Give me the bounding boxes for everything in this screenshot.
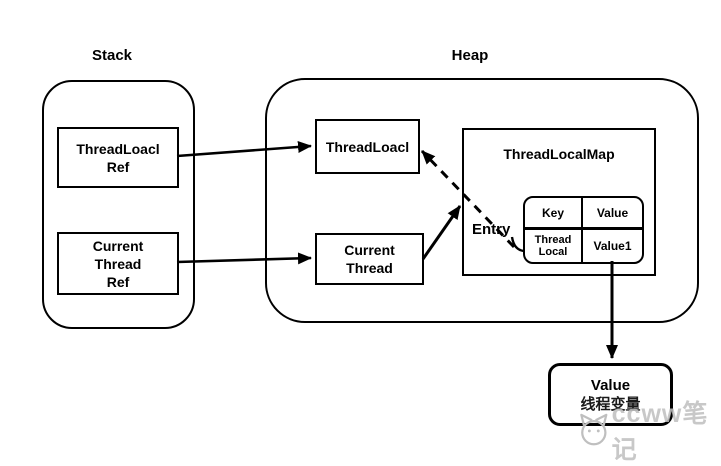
stack-section-label: Stack	[91, 47, 133, 64]
current-thread-box: Current Thread	[315, 233, 424, 285]
heap-section-label: Heap	[451, 47, 489, 64]
value-result-title: Value	[590, 376, 631, 394]
entry-table-key-header: Key	[525, 198, 583, 230]
threadlocal-box: ThreadLoacl	[315, 119, 420, 174]
entry-table: Key Value Thread Local Value1	[523, 196, 644, 264]
threadlocal-ref-box: ThreadLoacl Ref	[57, 127, 179, 188]
value-result-caption: 线程变量	[580, 395, 641, 413]
entry-table-key-cell: Thread Local	[525, 230, 583, 262]
entry-table-value-header: Value	[583, 198, 642, 230]
current-thread-ref-box: Current Thread Ref	[57, 232, 179, 295]
entry-table-value-cell: Value1	[593, 239, 632, 253]
entry-label: Entry	[472, 221, 511, 238]
threadlocalmap-title: ThreadLocalMap	[503, 146, 615, 162]
value-result-box: Value 线程变量	[548, 363, 673, 426]
threadlocal-memory-diagram: Stack Heap ThreadLoacl Ref Current Threa…	[42, 47, 707, 464]
